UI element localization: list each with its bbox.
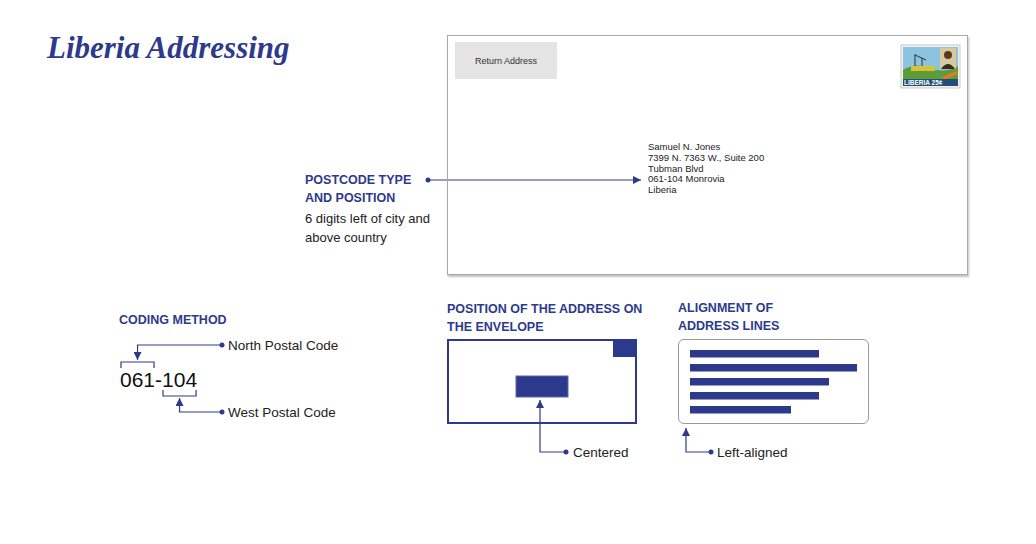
stamp-band xyxy=(903,79,958,86)
address-line-bar xyxy=(690,364,857,372)
leader-line xyxy=(138,345,222,360)
address-line-bar xyxy=(690,406,791,414)
postcode-example: 061-104 xyxy=(120,368,197,392)
stamp-portrait-body xyxy=(941,64,955,69)
leader-line xyxy=(540,400,566,452)
stamp-portrait-head xyxy=(944,51,952,59)
callout-label: West Postal Code xyxy=(228,405,336,420)
return-address-box: Return Address xyxy=(455,42,557,79)
section-heading: CODING METHOD xyxy=(119,313,227,327)
address-line: Liberia xyxy=(648,185,764,196)
box-label: Return Address xyxy=(475,56,537,66)
envelope: Samuel N. Jones7399 N. 7363 W., Suite 20… xyxy=(447,35,968,275)
callout-label: Left-aligned xyxy=(717,445,788,460)
address-line: Tubman Blvd xyxy=(648,164,764,175)
address-line-bar xyxy=(690,378,829,386)
stamp-portrait-frame xyxy=(940,48,956,69)
stamp-paper xyxy=(901,45,960,88)
title: Liberia Addressing xyxy=(47,30,290,66)
address-line: 7399 N. 7363 W., Suite 200 xyxy=(648,153,764,164)
stamp-sky xyxy=(903,47,958,86)
callout-note: 6 digits left of city and above country xyxy=(305,209,450,247)
stamp-ship xyxy=(911,66,935,71)
address-line-bar xyxy=(690,392,819,400)
address-line-bar xyxy=(690,350,819,358)
address-symbol xyxy=(516,376,568,397)
address-line: 061-104 Monrovia xyxy=(648,174,764,185)
section-heading: ALIGNMENT OF ADDRESS LINES xyxy=(678,299,813,335)
callout-heading: POSTCODE TYPE AND POSITION xyxy=(305,171,427,207)
callout-label: North Postal Code xyxy=(228,338,338,353)
leader-line xyxy=(180,398,222,412)
line-alignment-box: ALIGNMENT OF ADDRESS LINES xyxy=(678,339,869,424)
envelope-position-box: POSITION OF THE ADDRESS ON THE ENVELOPE xyxy=(447,339,637,424)
stamp-crane xyxy=(915,54,926,66)
address-block: Samuel N. Jones7399 N. 7363 W., Suite 20… xyxy=(648,142,764,196)
leader-line xyxy=(428,179,641,180)
callout-label: Centered xyxy=(573,445,629,460)
stamp-emblem xyxy=(942,71,958,80)
bracket xyxy=(121,362,154,368)
section-heading: POSITION OF THE ADDRESS ON THE ENVELOPE xyxy=(447,300,649,336)
stamp-text: LIBERIA 25¢ xyxy=(904,79,942,86)
address-line: Samuel N. Jones xyxy=(648,142,764,153)
leader-line xyxy=(686,428,711,452)
stamp-symbol xyxy=(613,341,636,357)
